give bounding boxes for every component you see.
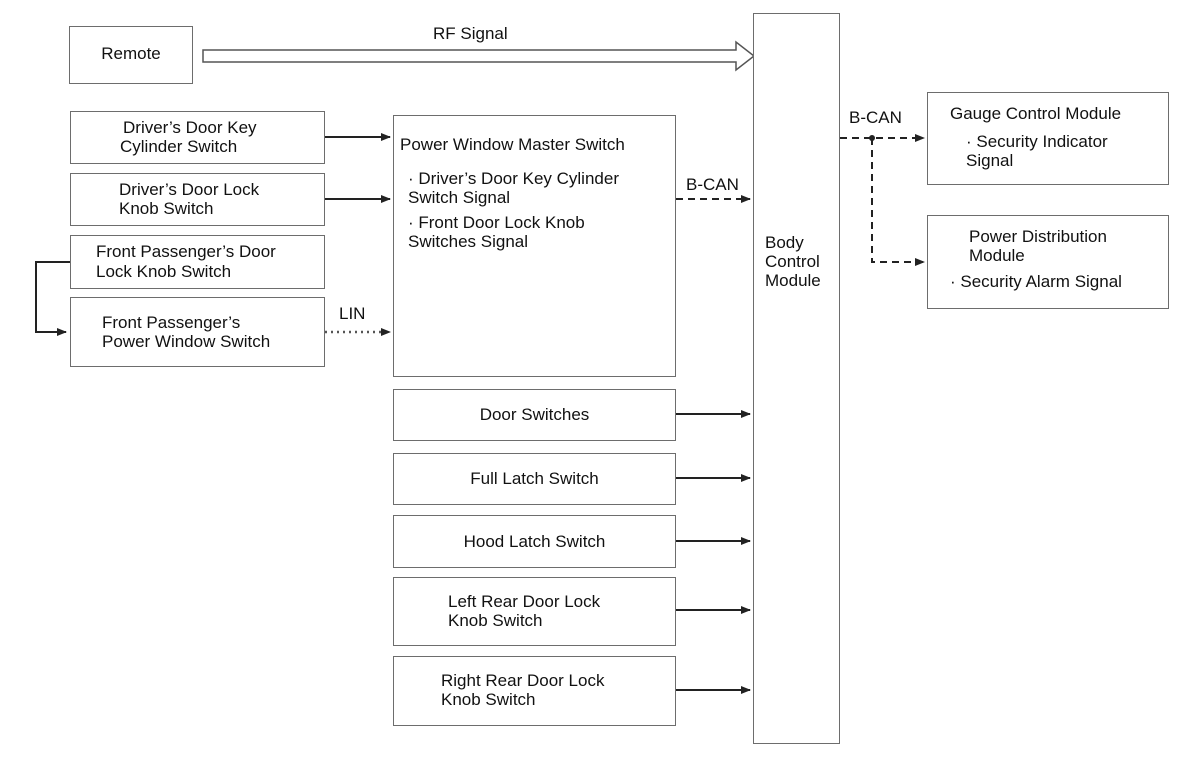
- power-distribution-module-box: Power Distribution Module · Security Ala…: [927, 215, 1169, 309]
- full-latch-switch-box: Full Latch Switch: [393, 453, 676, 505]
- power-dist-line3: · Security Alarm Signal: [950, 272, 1122, 291]
- passenger-window-line2: Power Window Switch: [102, 332, 271, 351]
- bcm-line1: Body: [765, 233, 804, 252]
- master-bcan-label: B-CAN: [686, 175, 739, 194]
- passenger-knob-line2: Lock Knob Switch: [96, 262, 232, 281]
- rf-signal-label: RF Signal: [433, 24, 508, 43]
- lock-knob-line1: Driver’s Door Lock: [119, 180, 260, 199]
- lock-knob-switch-box: Driver’s Door Lock Knob Switch: [70, 173, 325, 226]
- power-window-master-switch-box: Power Window Master Switch · Driver’s Do…: [393, 115, 676, 377]
- hood-latch-switch-box: Hood Latch Switch: [393, 515, 676, 568]
- key-cylinder-line2: Cylinder Switch: [120, 137, 238, 156]
- master-item1-line1: · Driver’s Door Key Cylinder: [408, 169, 619, 188]
- hood-latch-label: Hood Latch Switch: [463, 532, 606, 551]
- lin-label: LIN: [339, 304, 366, 323]
- passenger-knob-switch-box: Front Passenger’s Door Lock Knob Switch: [70, 235, 325, 289]
- door-switches-label: Door Switches: [479, 405, 590, 424]
- passenger-window-line1: Front Passenger’s: [102, 313, 241, 332]
- full-latch-label: Full Latch Switch: [470, 469, 599, 488]
- key-cylinder-line1: Driver’s Door Key: [123, 118, 257, 137]
- gauge-title: Gauge Control Module: [950, 104, 1122, 123]
- master-switch-title: Power Window Master Switch: [400, 135, 625, 154]
- gauge-line3: Signal: [966, 151, 1014, 170]
- bcm-line3: Module: [765, 271, 821, 290]
- left-rear-line2: Knob Switch: [448, 611, 543, 630]
- passenger-knob-bracket: [35, 261, 70, 336]
- power-dist-line2: Module: [969, 246, 1025, 265]
- right-rear-knob-switch-box: Right Rear Door Lock Knob Switch: [393, 656, 676, 726]
- key-cylinder-switch-box: Driver’s Door Key Cylinder Switch: [70, 111, 325, 164]
- right-rear-line1: Right Rear Door Lock: [441, 671, 605, 690]
- passenger-knob-line1: Front Passenger’s Door: [96, 242, 276, 261]
- bcm-power-dist-bcan-arrow: [871, 138, 925, 266]
- master-item2-line1: · Front Door Lock Knob: [408, 213, 585, 232]
- remote-box: Remote: [69, 26, 193, 84]
- body-control-module-box: Body Control Module: [753, 13, 840, 744]
- gauge-control-module-box: Gauge Control Module · Security Indicato…: [927, 92, 1169, 185]
- left-rear-line1: Left Rear Door Lock: [448, 592, 601, 611]
- master-item2-line2: Switches Signal: [408, 232, 529, 251]
- door-switches-box: Door Switches: [393, 389, 676, 441]
- rf-signal-arrow: [202, 40, 756, 72]
- left-rear-knob-switch-box: Left Rear Door Lock Knob Switch: [393, 577, 676, 646]
- remote-label: Remote: [101, 44, 161, 63]
- lock-knob-line2: Knob Switch: [119, 199, 214, 218]
- master-item1-line2: Switch Signal: [408, 188, 511, 207]
- power-dist-line1: Power Distribution: [969, 227, 1107, 246]
- bcm-bcan-label: B-CAN: [849, 108, 902, 127]
- bcm-line2: Control: [765, 252, 820, 271]
- passenger-window-switch-box: Front Passenger’s Power Window Switch: [70, 297, 325, 367]
- right-rear-line2: Knob Switch: [441, 690, 536, 709]
- gauge-line2: · Security Indicator: [966, 132, 1108, 151]
